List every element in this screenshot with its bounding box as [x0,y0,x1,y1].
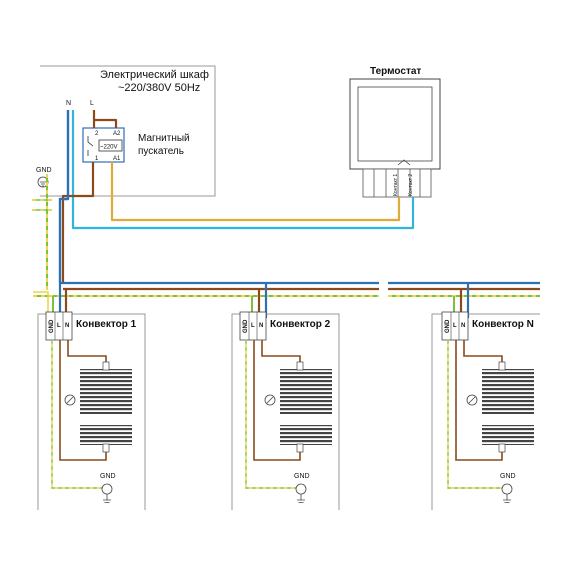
terminal-gnd: GND [445,319,451,333]
heating-element-icon [482,369,534,414]
convector-title: Конвектор 2 [270,319,331,330]
terminal-block [239,311,267,341]
contactor-label-2: пускатель [138,146,184,157]
ground-label: GND [100,473,116,480]
terminal-n: N [259,323,263,329]
heating-element-icon [80,369,132,414]
ground-icon [101,483,113,495]
ground-icon [501,483,513,495]
ground-label: GND [294,473,310,480]
terminal-n: N [461,323,465,329]
thermostat: Термостат Контакт 1 Контакт 2 [349,66,441,198]
thermostat-contact-1: Контакт 1 [393,174,399,196]
terminal-l: L [251,323,255,329]
cabinet-voltage: ~220/380V 50Hz [118,82,200,94]
main-ground: GND [36,167,52,188]
contactor-pin-1: 1 [95,156,99,162]
terminal-n-label: N [66,100,71,107]
convector-1: GND L N Конвектор 1 GND [37,311,146,510]
terminal-block [441,311,469,341]
coil-voltage: ~220V [100,145,118,151]
main-gnd-label: GND [36,167,52,174]
heating-element-icon [280,369,332,414]
wiring [32,110,540,318]
terminal-l-label: L [90,100,94,107]
contactor-label-1: Магнитный [138,133,190,144]
convector-title: Конвектор N [472,319,534,330]
terminal-gnd: GND [49,319,55,333]
contactor-pin-a2: A2 [113,131,121,137]
convector-2: GND L N Конвектор 2 GND [231,311,340,510]
relay-contact-icon [397,159,411,166]
thermostat-contact-2: Контакт 2 [408,174,414,196]
terminal-block [45,311,73,341]
contactor-pin-a1: A1 [113,156,121,162]
switch-contact-icon [87,136,94,156]
ground-label: GND [500,473,516,480]
contactor-pin-2: 2 [95,131,99,137]
ground-icon [295,483,307,495]
thermostat-title: Термостат [370,66,421,77]
convector-title: Конвектор 1 [76,319,137,330]
electrical-cabinet: Электрический шкаф ~220/380V 50Hz N L [40,65,216,197]
terminal-l: L [57,323,61,329]
magnetic-contactor: 2 1 A2 A1 ~220V Магнитный пускатель [82,127,190,163]
cabinet-title: Электрический шкаф [100,69,209,81]
terminal-l: L [453,323,457,329]
convector-n: GND L N Конвектор N GND [431,311,540,510]
coil-icon [98,139,123,152]
terminal-gnd: GND [243,319,249,333]
terminal-n: N [65,323,69,329]
